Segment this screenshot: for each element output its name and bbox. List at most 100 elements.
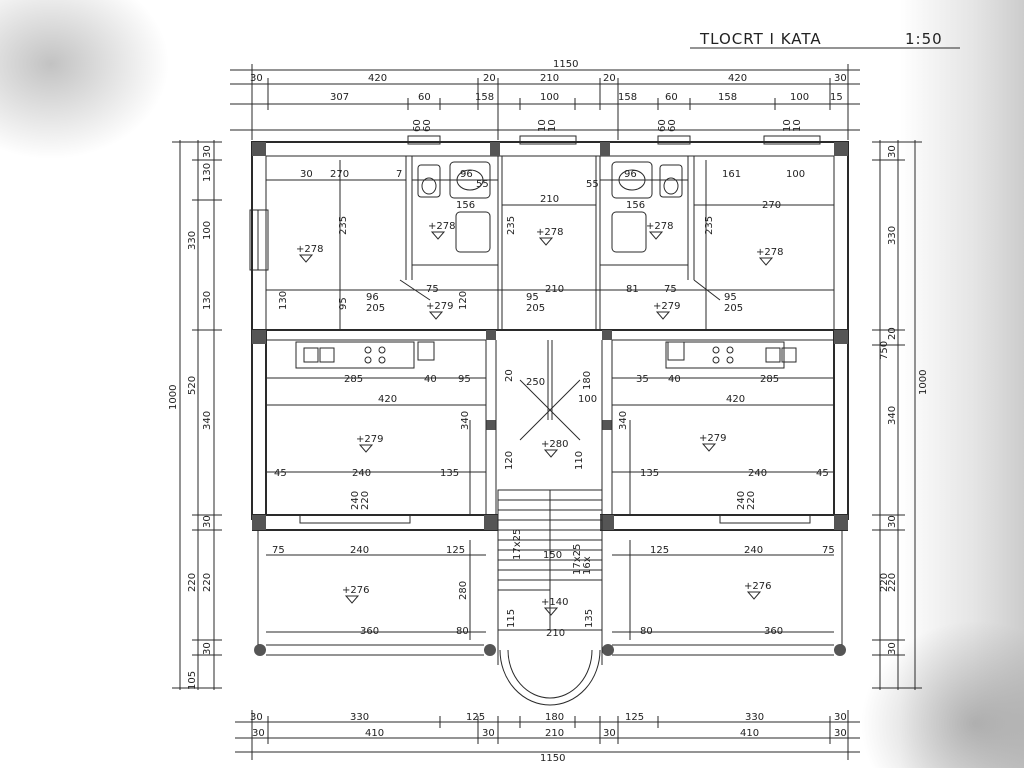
dim-bot-total: 1150: [540, 753, 565, 764]
terrace-railings: [257, 530, 843, 706]
dim-top2-a: 307: [330, 92, 349, 103]
dim-bot2-g: 30: [834, 728, 847, 739]
dim-left-total: 1000: [168, 385, 179, 410]
dim-left-220: 220: [187, 573, 198, 592]
dim-bot-g: 30: [834, 712, 847, 723]
dim-130-left: 130: [278, 291, 289, 310]
plan-title: TLOCRT I KATA: [699, 30, 822, 48]
dim-top-small-5: 60: [657, 119, 668, 132]
dim-top2-h: 100: [790, 92, 809, 103]
dim-right-220b: 220: [879, 573, 890, 592]
dim-ter-240b: 240: [744, 545, 763, 556]
dim-bot-e: 125: [625, 712, 644, 723]
dim-room-h-mid: 235: [506, 216, 517, 235]
dim-left-30b: 30: [202, 515, 213, 528]
dim-stair-150: 150: [543, 550, 562, 561]
level-living-right: +279: [699, 433, 726, 444]
dim-96b: 96: [624, 169, 637, 180]
dim-right-340: 340: [887, 406, 898, 425]
dim-liv-w-r: 420: [726, 394, 745, 405]
dim-250: 250: [526, 377, 545, 388]
dim-liv-240: 240: [352, 468, 371, 479]
dim-40b: 40: [668, 374, 681, 385]
dim-top2-b: 60: [418, 92, 431, 103]
level-corr-right: +279: [653, 301, 680, 312]
dim-right-30c: 30: [887, 642, 898, 655]
dim-95d: 95: [458, 374, 471, 385]
dim-top-small-1: 60: [412, 119, 423, 132]
dim-stair-210: 210: [546, 628, 565, 639]
dim-135a: 135: [440, 468, 459, 479]
dim-top2-f: 60: [665, 92, 678, 103]
dim-left-100: 100: [202, 221, 213, 240]
dim-ter-75a: 75: [272, 545, 285, 556]
dim-100r: 100: [786, 169, 805, 180]
dim-bot2-b: 410: [365, 728, 384, 739]
dim-95b: 95: [526, 292, 539, 303]
dim-top-small-2: 60: [422, 119, 433, 132]
level-terrace-left: +276: [342, 585, 369, 596]
dim-55a: 55: [476, 179, 489, 190]
dim-room-h-right: 235: [704, 216, 715, 235]
interior-walls: [266, 156, 834, 515]
dim-75b: 75: [664, 284, 677, 295]
dim-left-30c: 30: [202, 642, 213, 655]
dim-room-h-left: 235: [338, 216, 349, 235]
dim-bot2-a: 30: [252, 728, 265, 739]
dim-40a: 40: [424, 374, 437, 385]
bottom-ticks: [251, 710, 849, 760]
dim-20mid: 20: [504, 369, 515, 382]
level-entry: +140: [541, 597, 568, 608]
level-triangles: [298, 231, 774, 616]
dim-top-total: 1150: [553, 59, 578, 70]
dim-stair-tread-count: 16x: [582, 556, 593, 575]
windows: [249, 135, 821, 524]
dim-156a: 156: [456, 200, 475, 211]
level-living-left: +279: [356, 434, 383, 445]
dim-top-e: 20: [603, 73, 616, 84]
dim-81: 81: [626, 284, 639, 295]
level-stair-landing: +280: [541, 439, 568, 450]
dim-7a: 7: [396, 169, 402, 180]
dim-220v-r: 220: [746, 491, 757, 510]
dim-45b: 45: [816, 468, 829, 479]
dim-bot2-e: 30: [603, 728, 616, 739]
dim-liv-w: 420: [378, 394, 397, 405]
dim-left-340: 340: [202, 411, 213, 430]
dim-left-130a: 130: [202, 163, 213, 182]
dim-kitchen-w-r: 285: [760, 374, 779, 385]
dim-bot-b: 330: [350, 712, 369, 723]
dim-156b: 156: [626, 200, 645, 211]
dim-135b: 135: [640, 468, 659, 479]
dim-left-30a: 30: [202, 145, 213, 158]
dim-120b: 120: [504, 451, 515, 470]
interior-dim-lines: [266, 160, 834, 640]
dim-stair-tread-r: 17x25: [572, 544, 583, 575]
dim-ter-280: 280: [458, 581, 469, 600]
dim-top2-e: 158: [618, 92, 637, 103]
dim-left-330: 330: [187, 231, 198, 250]
dim-bot-a: 30: [250, 712, 263, 723]
dim-75a: 75: [426, 284, 439, 295]
dim-220v-l: 220: [360, 491, 371, 510]
dim-ter-125b: 125: [650, 545, 669, 556]
level-bath-left: +278: [428, 221, 455, 232]
dim-ter-360a: 360: [360, 626, 379, 637]
dim-room-w-right: 270: [762, 200, 781, 211]
dim-ter-75b: 75: [822, 545, 835, 556]
dim-right-220: 220: [887, 573, 898, 592]
dim-35: 35: [636, 374, 649, 385]
dim-mid-w: 210: [540, 194, 559, 205]
dim-bot2-d: 210: [545, 728, 564, 739]
dim-96c: 96: [366, 292, 379, 303]
kitchen-counters: [295, 341, 797, 369]
dim-stair-115: 115: [506, 609, 517, 628]
dim-bot2-c: 30: [482, 728, 495, 739]
staircase: [497, 379, 603, 631]
columns: [252, 142, 848, 656]
dim-top-small-8: 10: [792, 119, 803, 132]
dim-top-g: 30: [834, 73, 847, 84]
dim-right-20: 20: [887, 327, 898, 340]
dim-right-30b: 30: [887, 515, 898, 528]
